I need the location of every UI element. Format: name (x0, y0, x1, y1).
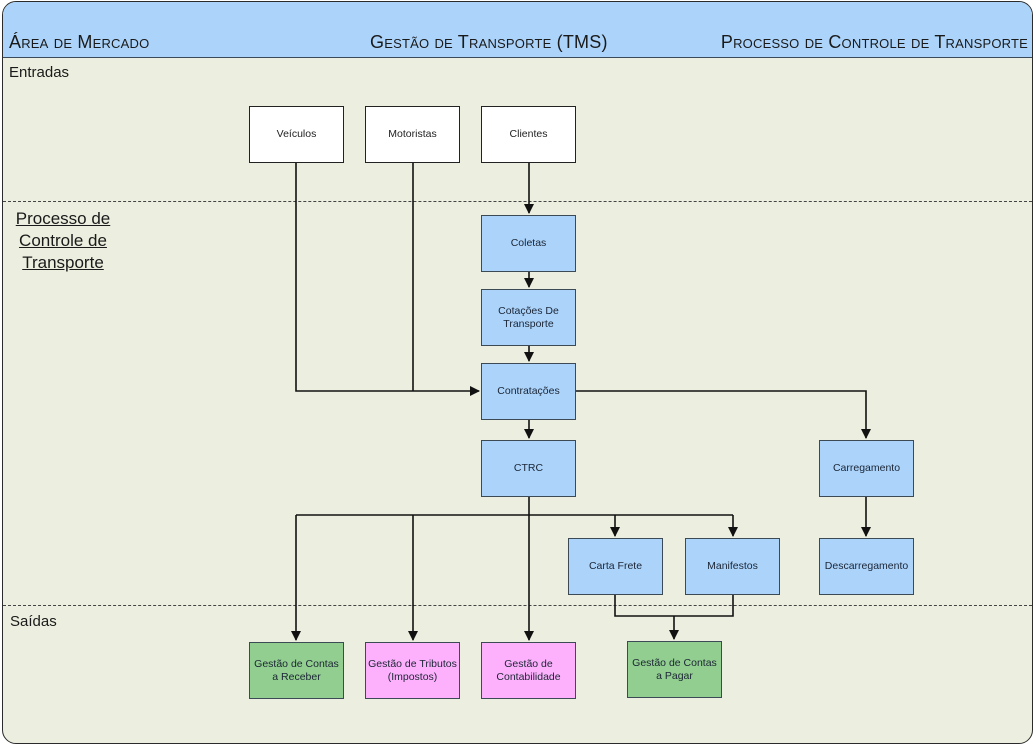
node-manifestos: Manifestos (685, 538, 780, 595)
lane-divider-bottom (3, 605, 1032, 606)
lane-divider-top (3, 201, 1032, 202)
edge-veiculos-contratacoes (295, 163, 480, 396)
connector-layer (291, 163, 871, 743)
header-bar: Área de Mercado Gestão de Transporte (TM… (3, 2, 1032, 58)
node-descarregamento: Descarregamento (819, 538, 914, 595)
node-ctrc: CTRC (481, 440, 576, 497)
edge-ctrc-bus (296, 497, 733, 516)
node-clientes: Clientes (481, 106, 576, 163)
header-market-area: Área de Mercado (9, 32, 150, 52)
node-carregamento: Carregamento (819, 440, 914, 497)
header-process: Processo de Controle de Transporte (720, 32, 1028, 52)
lane-label-outputs: Saídas (10, 613, 57, 630)
node-tributos: Gestão de Tributos (Impostos) (365, 642, 460, 699)
edge-carta-frete-contas-pagar (614, 595, 734, 639)
edge-contratacoes-carregamento (576, 390, 871, 439)
node-carta-frete: Carta Frete (568, 538, 663, 595)
header-tms: Gestão de Transporte (TMS) (370, 32, 608, 52)
lane-label-inputs: Entradas (9, 64, 70, 81)
node-cotacoes: Cotações De Transporte (481, 289, 576, 346)
node-contas-receber: Gestão de Contas a Receber (249, 642, 344, 699)
node-contratacoes: Contratações (481, 363, 576, 420)
node-coletas: Coletas (481, 215, 576, 272)
node-contas-pagar: Gestão de Contas a Pagar (627, 641, 722, 698)
node-motoristas: Motoristas (365, 106, 460, 163)
node-contabilidade: Gestão de Contabilidade (481, 642, 576, 699)
lane-label-process: Processo de Controle de Transporte (15, 209, 111, 272)
node-veiculos: Veículos (249, 106, 344, 163)
